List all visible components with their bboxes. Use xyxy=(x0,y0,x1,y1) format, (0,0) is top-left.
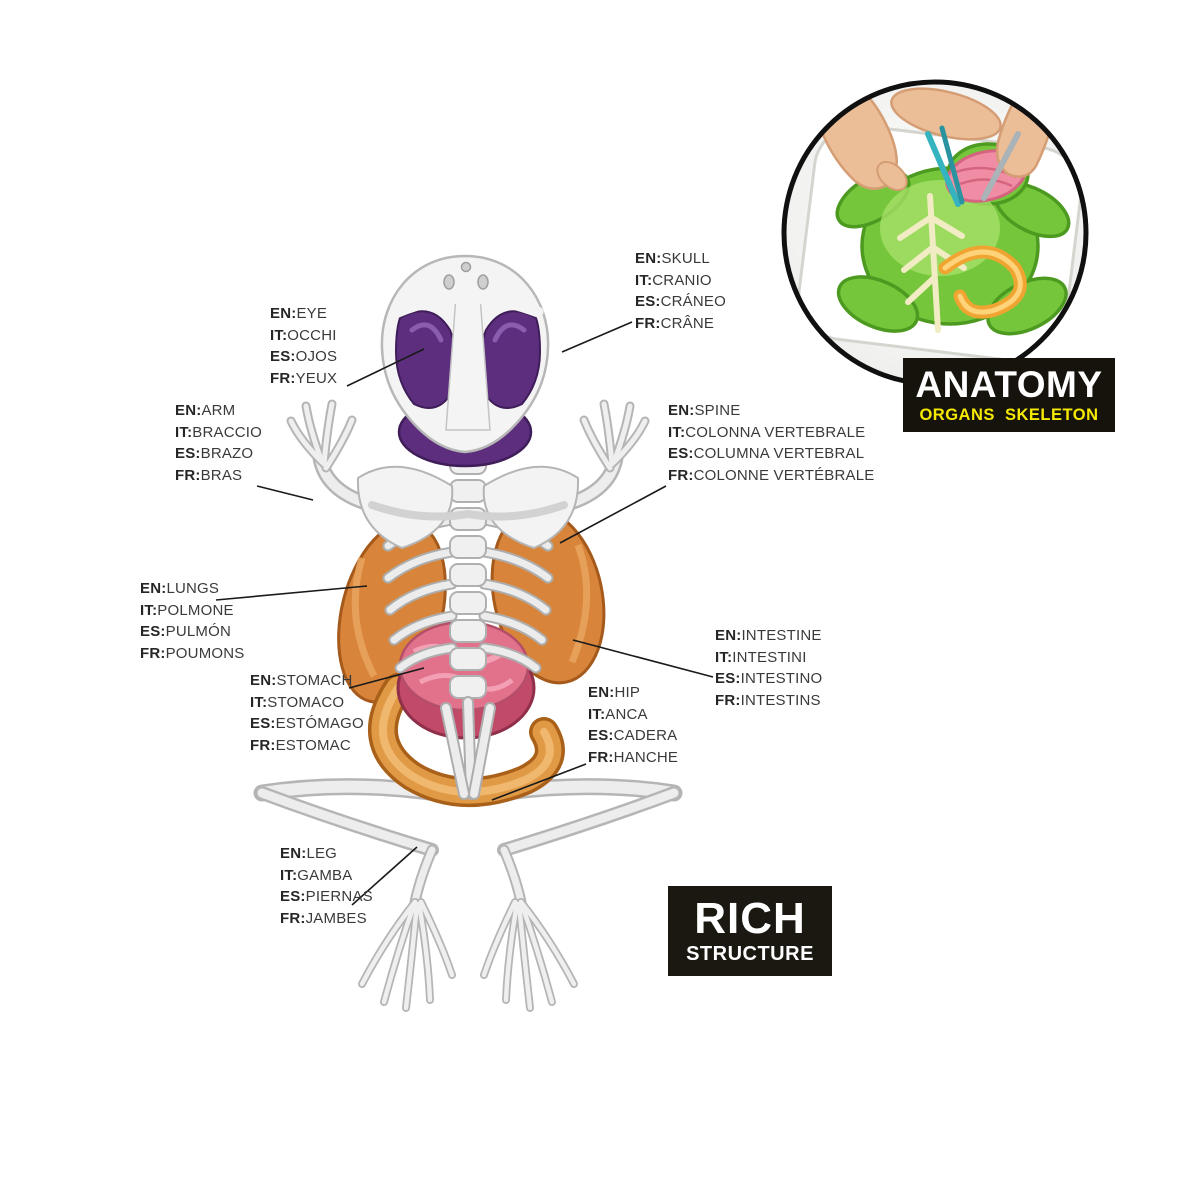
label-line: IT:STOMACO xyxy=(250,693,345,711)
label-line: FR:CRÂNE xyxy=(635,314,715,332)
intestine-organ xyxy=(368,673,565,807)
label-lungs: EN:LUNGS IT:POLMONE ES:PULMÓN FR:POUMONS xyxy=(140,578,245,664)
label-line: EN:SKULL xyxy=(635,250,710,267)
pelvis xyxy=(440,696,496,800)
label-line: EN:EYE xyxy=(270,305,328,322)
label-line: ES:ESTÓMAGO xyxy=(250,715,364,732)
anatomy-title: ANATOMY xyxy=(915,364,1103,405)
label-line: ES:CRÁNEO xyxy=(635,293,726,310)
label-line: ES:COLUMNA VERTEBRAL xyxy=(668,445,865,462)
label-line: FR:INTESTINS xyxy=(715,691,821,709)
label-line: FR:JAMBES xyxy=(280,909,367,927)
label-stomach: EN:STOMACH IT:STOMACO ES:ESTÓMAGO FR:EST… xyxy=(250,670,364,756)
label-line: FR:HANCHE xyxy=(588,748,679,766)
rich-structure-badge: RICH STRUCTURE xyxy=(668,886,832,976)
label-line: ES:BRAZO xyxy=(175,445,254,462)
label-line: EN:HIP xyxy=(588,684,641,701)
label-line: IT:ANCA xyxy=(588,705,648,723)
label-line: IT:BRACCIO xyxy=(175,423,263,441)
label-hip: EN:HIP IT:ANCA ES:CADERA FR:HANCHE xyxy=(588,682,678,768)
gel-skeleton-lines xyxy=(897,193,967,333)
rich-title: RICH xyxy=(694,894,806,943)
label-intestine: EN:INTESTINE IT:INTESTINI ES:INTESTINO F… xyxy=(715,625,822,711)
label-line: EN:LEG xyxy=(280,845,338,862)
label-line: IT:INTESTINI xyxy=(715,648,807,666)
label-line: FR:ESTOMAC xyxy=(250,736,351,754)
label-line: FR:COLONNE VERTÉBRALE xyxy=(668,466,875,484)
label-leg: EN:LEG IT:GAMBA ES:PIERNAS FR:JAMBES xyxy=(280,843,373,929)
label-line: ES:CADERA xyxy=(588,727,678,744)
label-line: IT:POLMONE xyxy=(140,601,234,619)
spine-column xyxy=(449,451,487,699)
label-line: EN:STOMACH xyxy=(250,672,353,689)
label-line: EN:SPINE xyxy=(668,402,741,419)
label-line: IT:GAMBA xyxy=(280,866,353,884)
label-line: ES:PULMÓN xyxy=(140,623,231,640)
leader-lines xyxy=(215,321,714,906)
label-line: FR:YEUX xyxy=(270,369,338,387)
gel-orange-coil xyxy=(938,245,1027,319)
label-line: FR:BRAS xyxy=(175,466,243,484)
label-line: IT:OCCHI xyxy=(270,326,337,344)
label-skull: EN:SKULL IT:CRANIO ES:CRÁNEO FR:CRÂNE xyxy=(635,248,726,334)
label-line: EN:ARM xyxy=(175,402,236,419)
anatomy-banner: ANATOMY ORGANS SKELETON xyxy=(903,358,1115,432)
label-line: ES:PIERNAS xyxy=(280,888,373,905)
tweezers xyxy=(925,125,1021,207)
label-line: IT:CRANIO xyxy=(635,271,712,289)
label-line: FR:POUMONS xyxy=(140,644,245,662)
label-line: IT:COLONNA VERTEBRALE xyxy=(668,423,866,441)
label-spine: EN:SPINE IT:COLONNA VERTEBRALE ES:COLUMN… xyxy=(668,400,874,486)
label-line: EN:INTESTINE xyxy=(715,627,822,644)
rich-subtitle: STRUCTURE xyxy=(686,943,814,965)
skull-group xyxy=(380,254,550,468)
label-eye: EN:EYE IT:OCCHI ES:OJOS FR:YEUX xyxy=(270,303,337,389)
shoulder-girdle xyxy=(356,465,580,550)
label-line: ES:INTESTINO xyxy=(715,670,823,687)
anatomy-subtitle: ORGANS SKELETON xyxy=(919,406,1099,424)
product-photo-circle xyxy=(781,79,1089,387)
label-line: EN:LUNGS xyxy=(140,580,220,597)
label-line: ES:OJOS xyxy=(270,348,338,365)
label-arm: EN:ARM IT:BRACCIO ES:BRAZO FR:BRAS xyxy=(175,400,262,486)
